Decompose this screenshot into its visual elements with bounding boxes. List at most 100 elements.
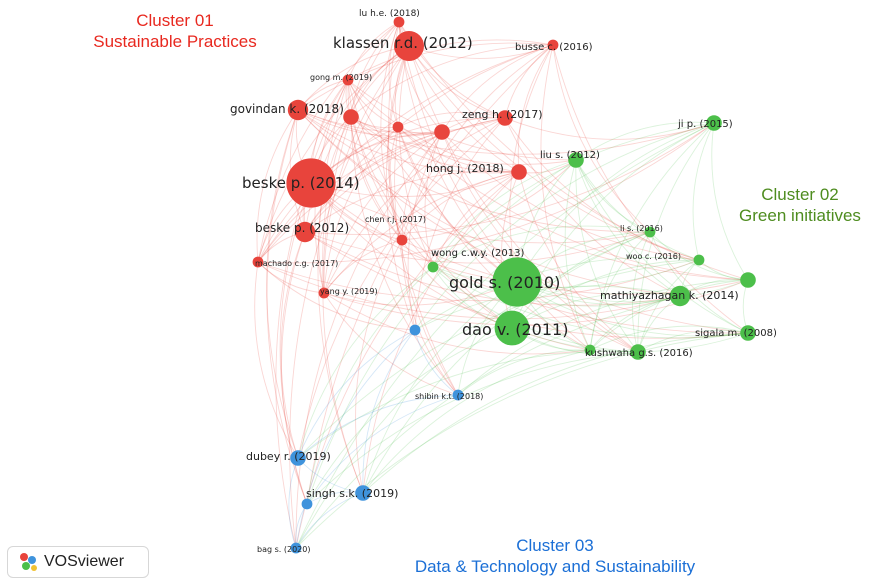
network-node[interactable] [393, 16, 405, 28]
network-link [397, 126, 518, 283]
network-node[interactable] [294, 221, 316, 243]
network-node[interactable] [301, 498, 313, 510]
network-link [408, 45, 700, 261]
network-link [432, 159, 577, 268]
network-link [398, 21, 518, 283]
cluster-03-number: Cluster 03 [516, 536, 594, 555]
network-link [398, 45, 434, 268]
network-link [310, 182, 591, 351]
network-link [297, 351, 639, 459]
network-node[interactable] [355, 485, 371, 501]
network-link [575, 121, 715, 161]
network-node[interactable] [630, 344, 646, 360]
network-link [408, 45, 639, 353]
network-node[interactable] [644, 226, 656, 238]
network-link [297, 259, 700, 459]
network-link [637, 122, 715, 353]
network-node[interactable] [547, 39, 559, 51]
network-link [304, 131, 443, 233]
network-link [297, 266, 434, 459]
network-link [637, 329, 749, 353]
network-node[interactable] [497, 110, 513, 126]
network-link [401, 159, 577, 241]
network-link [350, 116, 520, 173]
network-link [350, 116, 459, 396]
network-link [432, 259, 700, 289]
network-link [275, 79, 349, 549]
network-node[interactable] [290, 542, 302, 554]
network-link [322, 21, 400, 294]
network-link [649, 231, 749, 281]
network-node[interactable] [740, 325, 756, 341]
network-node[interactable] [740, 272, 756, 288]
network-link [511, 327, 749, 353]
node-label: gong m. (2019) [310, 73, 372, 82]
node-label: woo c. (2016) [626, 252, 681, 261]
network-node[interactable] [342, 74, 354, 86]
vosviewer-logo-text: VOSviewer [44, 553, 125, 570]
network-link [516, 122, 715, 283]
network-link [297, 117, 506, 459]
network-link [323, 171, 520, 294]
network-node[interactable] [286, 158, 336, 208]
node-label: singh s.k. (2019) [306, 487, 398, 500]
network-link [347, 39, 554, 81]
network-node[interactable] [511, 164, 527, 180]
network-node[interactable] [318, 287, 330, 299]
network-node[interactable] [287, 99, 309, 121]
cluster-03-label: Cluster 03 Data & Technology and Sustain… [360, 535, 750, 577]
network-link [310, 117, 506, 184]
network-node[interactable] [568, 152, 584, 168]
node-label: shibin k.t. (2018) [415, 392, 483, 401]
network-link [516, 279, 749, 303]
network-node[interactable] [396, 234, 408, 246]
network-node[interactable] [343, 109, 359, 125]
network-link [256, 109, 299, 263]
network-node[interactable] [252, 256, 264, 268]
network-node[interactable] [392, 121, 404, 133]
node-label: dao v. (2011) [462, 320, 568, 339]
network-link [297, 109, 681, 297]
network-link [516, 281, 749, 337]
network-link [288, 457, 299, 549]
network-node[interactable] [409, 324, 421, 336]
network-link [564, 159, 591, 351]
network-link [306, 327, 513, 505]
network-link [589, 295, 681, 351]
network-node[interactable] [706, 115, 722, 131]
network-link [414, 117, 506, 331]
network-node[interactable] [693, 254, 705, 266]
node-label: mathiyazhagan k. (2014) [600, 289, 739, 302]
network-node[interactable] [669, 285, 691, 307]
network-link [295, 295, 681, 549]
vosviewer-logo-icon [20, 553, 37, 571]
network-link [575, 159, 749, 334]
node-label: bag s. (2020) [257, 545, 310, 554]
network-link [310, 171, 520, 198]
cluster-01-name: Sustainable Practices [93, 32, 257, 51]
node-label: beske p. (2014) [242, 174, 360, 192]
network-node[interactable] [394, 31, 424, 61]
network-link [297, 109, 715, 155]
node-label: gold s. (2010) [449, 273, 560, 292]
network-node[interactable] [452, 389, 464, 401]
network-node[interactable] [492, 257, 542, 307]
network-node[interactable] [290, 450, 306, 466]
network-link [389, 126, 403, 241]
network-link [397, 111, 506, 128]
network-node[interactable] [584, 344, 596, 356]
network-link [295, 329, 416, 549]
network-link [297, 109, 651, 233]
network-link [511, 231, 651, 329]
node-label: wong c.w.y. (2013) [431, 248, 524, 259]
network-node[interactable] [434, 124, 450, 140]
network-node[interactable] [427, 261, 439, 273]
network-link [257, 44, 554, 263]
node-label: zeng h. (2017) [462, 108, 543, 121]
network-link [297, 109, 443, 137]
network-link [424, 131, 443, 268]
network-link [350, 21, 400, 118]
cluster-01-number: Cluster 01 [136, 11, 214, 30]
network-node[interactable] [494, 310, 530, 346]
network-link [398, 21, 591, 351]
